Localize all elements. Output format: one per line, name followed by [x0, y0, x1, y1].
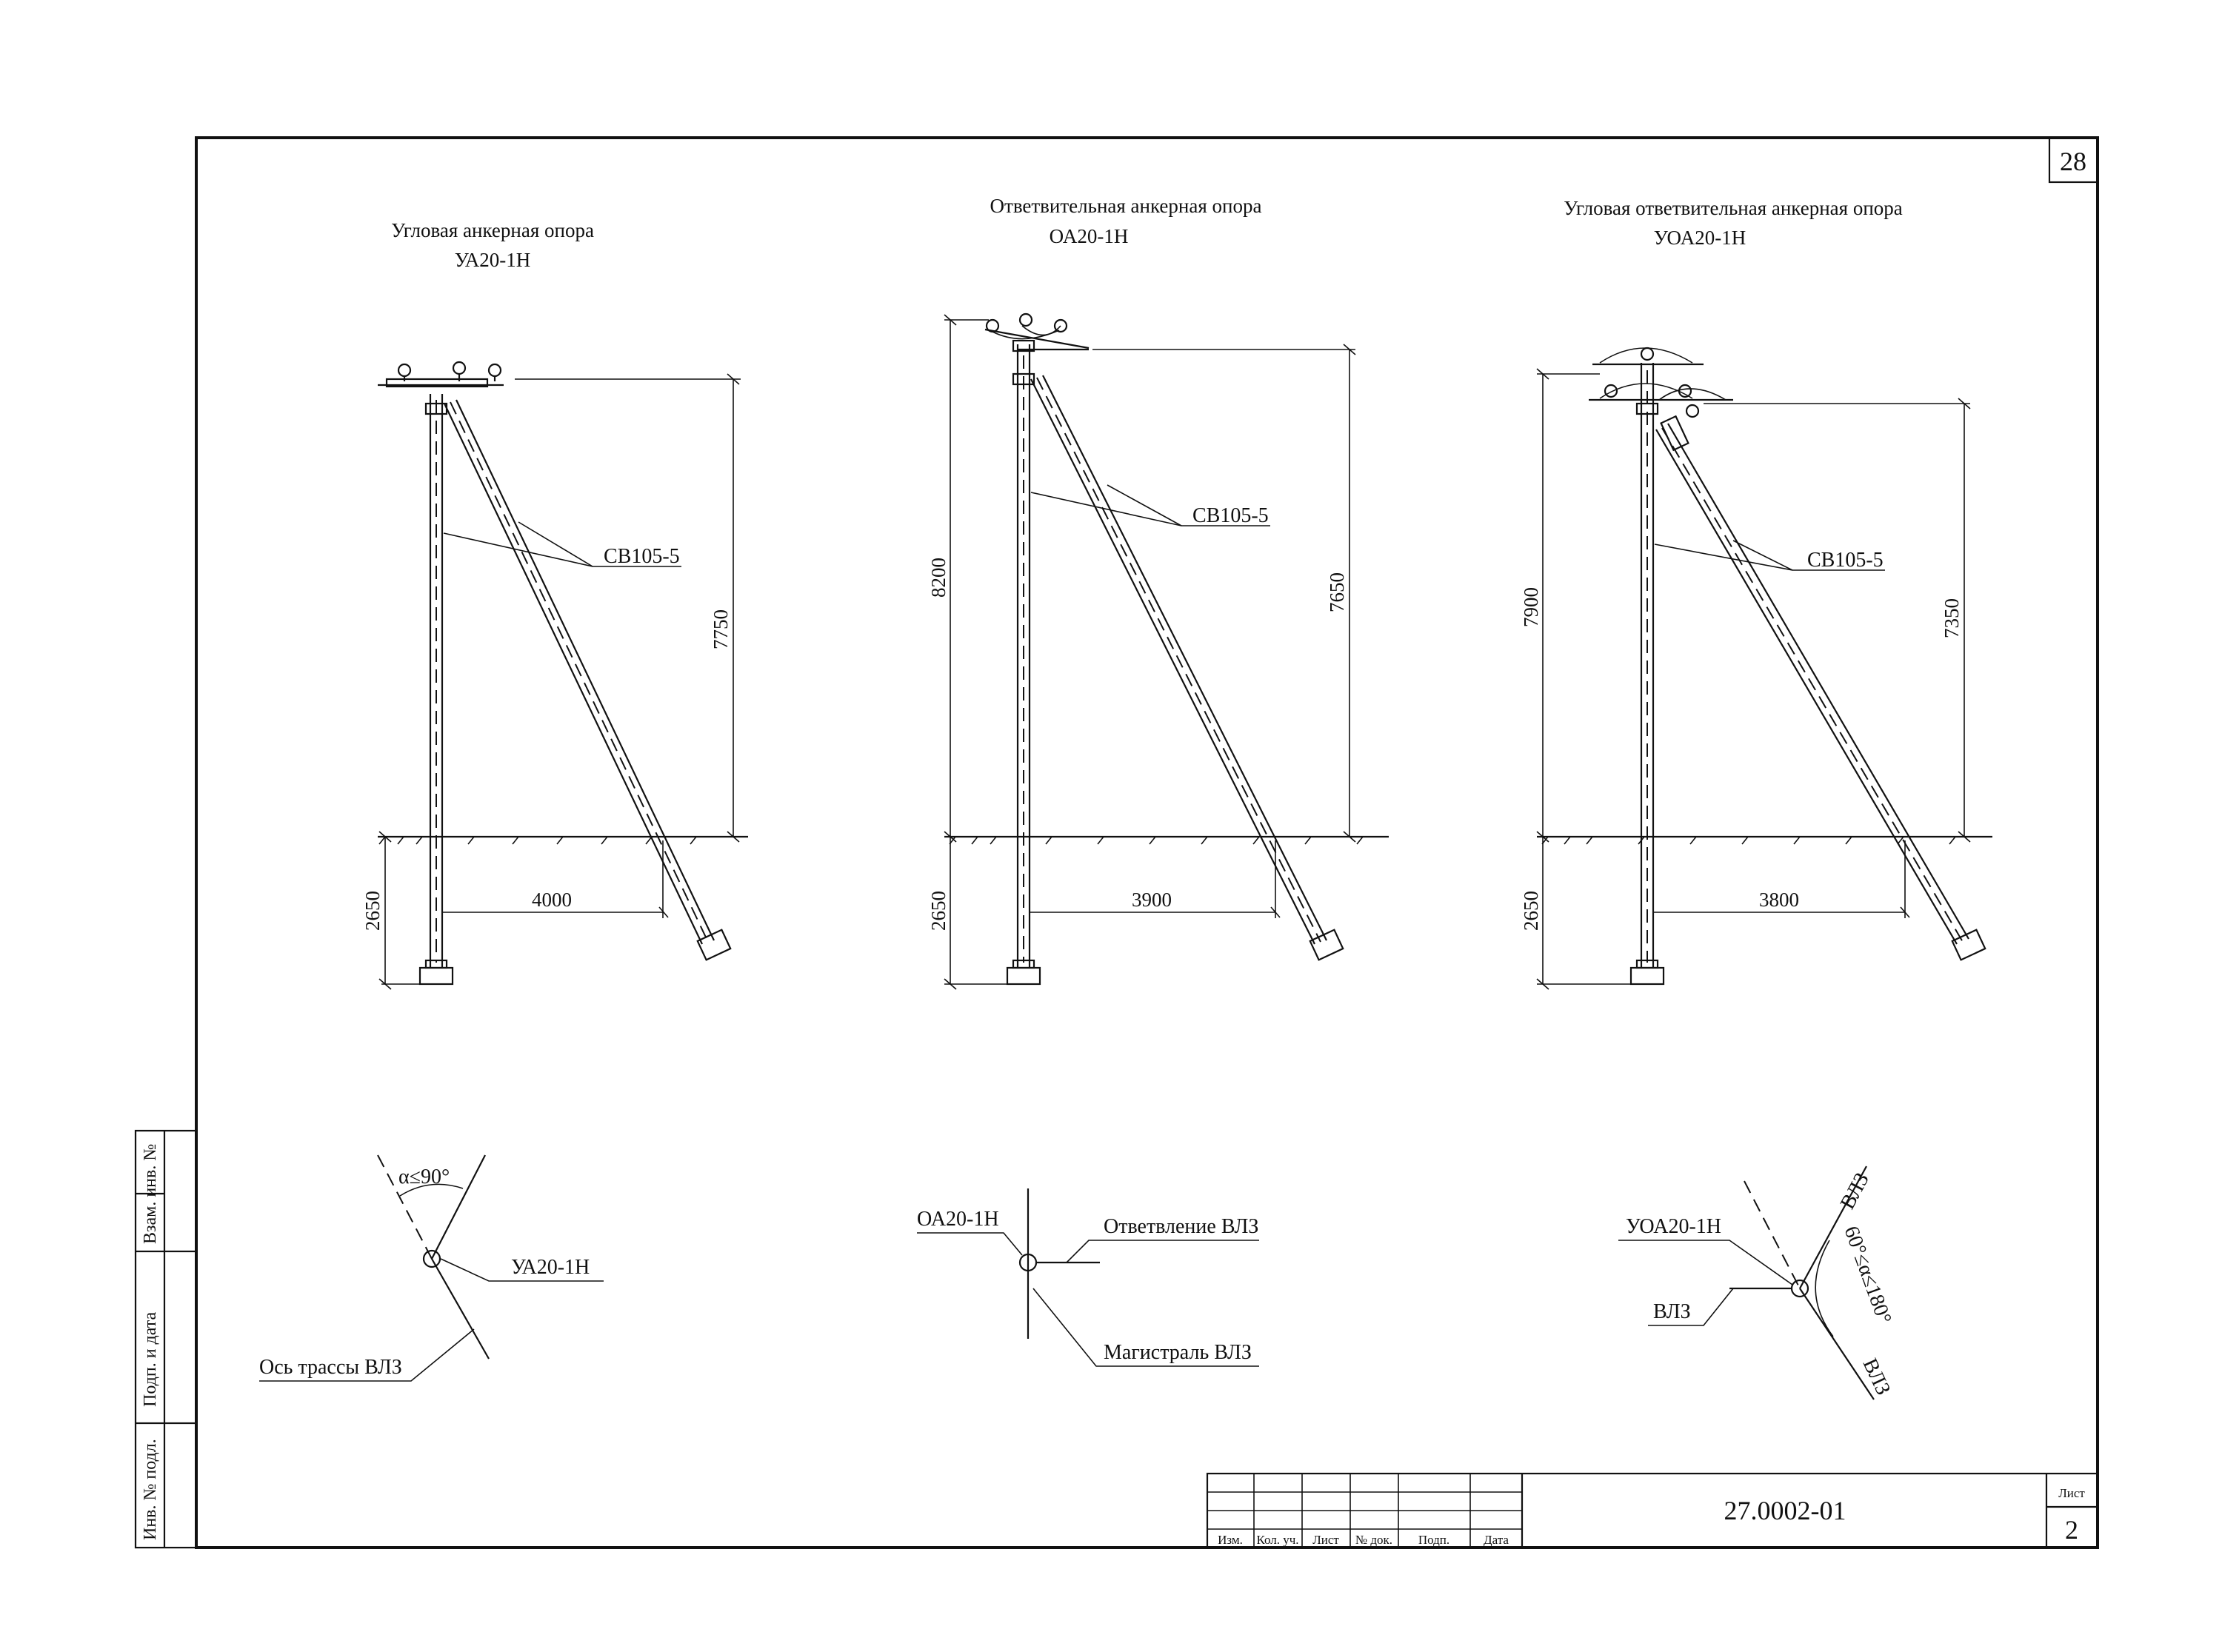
- support-1-depth: 2650: [361, 891, 384, 931]
- support-2-height-above: 7650: [1326, 572, 1348, 612]
- dim-total-height: 8200: [927, 314, 989, 843]
- support-3-total-height: 7900: [1520, 587, 1542, 627]
- dim-total-height: 7900: [1520, 368, 1600, 843]
- dim-height-above: 7350: [1704, 398, 1971, 843]
- dim-height-above: 7750: [515, 373, 741, 843]
- dim-base-offset: 4000: [442, 840, 669, 918]
- plan-angle-axis-label: Ось трассы ВЛЗ: [259, 1356, 402, 1379]
- plan-branch: ОА20-1Н Ответвление ВЛЗ Магистраль ВЛЗ: [917, 1188, 1259, 1367]
- support-2-code: ОА20-1Н: [1050, 225, 1129, 247]
- dim-base-offset: 3800: [1653, 840, 1910, 918]
- document-code: 27.0002-01: [1724, 1496, 1846, 1525]
- title-col-list: Лист: [1312, 1533, 1339, 1547]
- crossarm: [984, 312, 1090, 386]
- support-point: [1790, 1279, 1809, 1298]
- plan-angle-branch-support-label: УОА20-1Н: [1626, 1215, 1721, 1238]
- dim-height-above: 7650: [1092, 344, 1356, 843]
- support-oa20: Ответвительная анкерная опора ОА20-1Н: [927, 195, 1389, 990]
- support-3-code: УОА20-1Н: [1654, 227, 1746, 249]
- page-number-box: [2048, 136, 2099, 184]
- strut: [1655, 423, 1986, 961]
- title-col-kol-uch: Кол. уч.: [1256, 1533, 1298, 1547]
- title-block: Изм. Кол. уч. Лист № док. Подп. Дата 27.…: [1206, 1472, 2099, 1549]
- dim-depth: 2650: [361, 831, 422, 990]
- support-1-height-above: 7750: [710, 609, 732, 649]
- plan-angle-branch-left-label: ВЛЗ: [1653, 1300, 1691, 1323]
- support-ua20: Угловая анкерная опора УА20-1Н: [361, 219, 748, 990]
- plan-branch-main-label: Магистраль ВЛЗ: [1104, 1341, 1252, 1364]
- plan-angle-branch-bottom-label: ВЛЗ: [1858, 1355, 1895, 1399]
- plan-angle-branch: УОА20-1Н ВЛЗ ВЛЗ ВЛЗ 60°≤α≤180°: [1618, 1166, 1896, 1400]
- support-3-depth: 2650: [1520, 891, 1542, 931]
- dim-depth: 2650: [927, 837, 1011, 990]
- side-stamp-vzam-inv: Взам. инв. №: [141, 1144, 160, 1244]
- plan-angle-branch-top-label: ВЛЗ: [1836, 1169, 1874, 1213]
- support-3-title: Угловая ответвительная анкерная опора: [1564, 197, 1903, 219]
- support-2-strut-label: СВ105-5: [1192, 504, 1269, 527]
- sheet-number: 2: [2065, 1515, 2078, 1545]
- support-2-title: Ответвительная анкерная опора: [990, 195, 1262, 217]
- sheet-frame: 28: [195, 136, 2099, 1549]
- dim-depth: 2650: [1520, 837, 1633, 990]
- side-stamp-inv-podl: Инв. № подл.: [141, 1439, 160, 1540]
- strut: [1030, 375, 1344, 961]
- support-3-strut-label: СВ105-5: [1807, 549, 1884, 572]
- support-uoa20: Угловая ответвительная анкерная опора УО…: [1520, 197, 1992, 990]
- plan-angle-support-label: УА20-1Н: [511, 1256, 590, 1279]
- support-1-base-offset: 4000: [532, 889, 572, 911]
- support-2-base-offset: 3900: [1132, 889, 1172, 911]
- plan-angle-branch-angle-label: 60°≤α≤180°: [1839, 1223, 1895, 1327]
- support-point: [422, 1249, 441, 1268]
- strut: [444, 399, 732, 961]
- pole: [1006, 344, 1041, 986]
- plan-angle: α≤90° УА20-1Н Ось трассы ВЛЗ: [259, 1154, 604, 1382]
- plan-branch-branch-label: Ответвление ВЛЗ: [1104, 1215, 1258, 1238]
- support-2-depth: 2650: [927, 891, 950, 931]
- title-col-izm: Изм.: [1218, 1533, 1243, 1547]
- support-3-height-above: 7350: [1941, 598, 1963, 638]
- dim-base-offset: 3900: [1030, 840, 1281, 918]
- support-1-strut-label: СВ105-5: [604, 545, 680, 568]
- plan-angle-label: α≤90°: [398, 1166, 450, 1188]
- side-stamp-podp-data: Подп. и дата: [141, 1311, 160, 1407]
- pole: [1629, 363, 1665, 986]
- crossarm: [1589, 347, 1733, 452]
- crossarm: [378, 361, 504, 415]
- title-col-n-dok: № док.: [1355, 1533, 1392, 1547]
- side-stamp: Инв. № подл. Подп. и дата Взам. инв. №: [134, 1129, 198, 1549]
- support-2-total-height: 8200: [927, 558, 950, 598]
- pole: [418, 394, 454, 986]
- support-3-base-offset: 3800: [1759, 889, 1799, 911]
- plan-branch-support-label: ОА20-1Н: [917, 1208, 999, 1231]
- title-col-podp: Подп.: [1418, 1533, 1449, 1547]
- page-number-top: 28: [2060, 147, 2086, 176]
- support-1-code: УА20-1Н: [455, 249, 530, 271]
- support-1-title: Угловая анкерная опора: [391, 219, 594, 241]
- title-col-data: Дата: [1484, 1533, 1509, 1547]
- sheet-label: Лист: [2058, 1486, 2085, 1500]
